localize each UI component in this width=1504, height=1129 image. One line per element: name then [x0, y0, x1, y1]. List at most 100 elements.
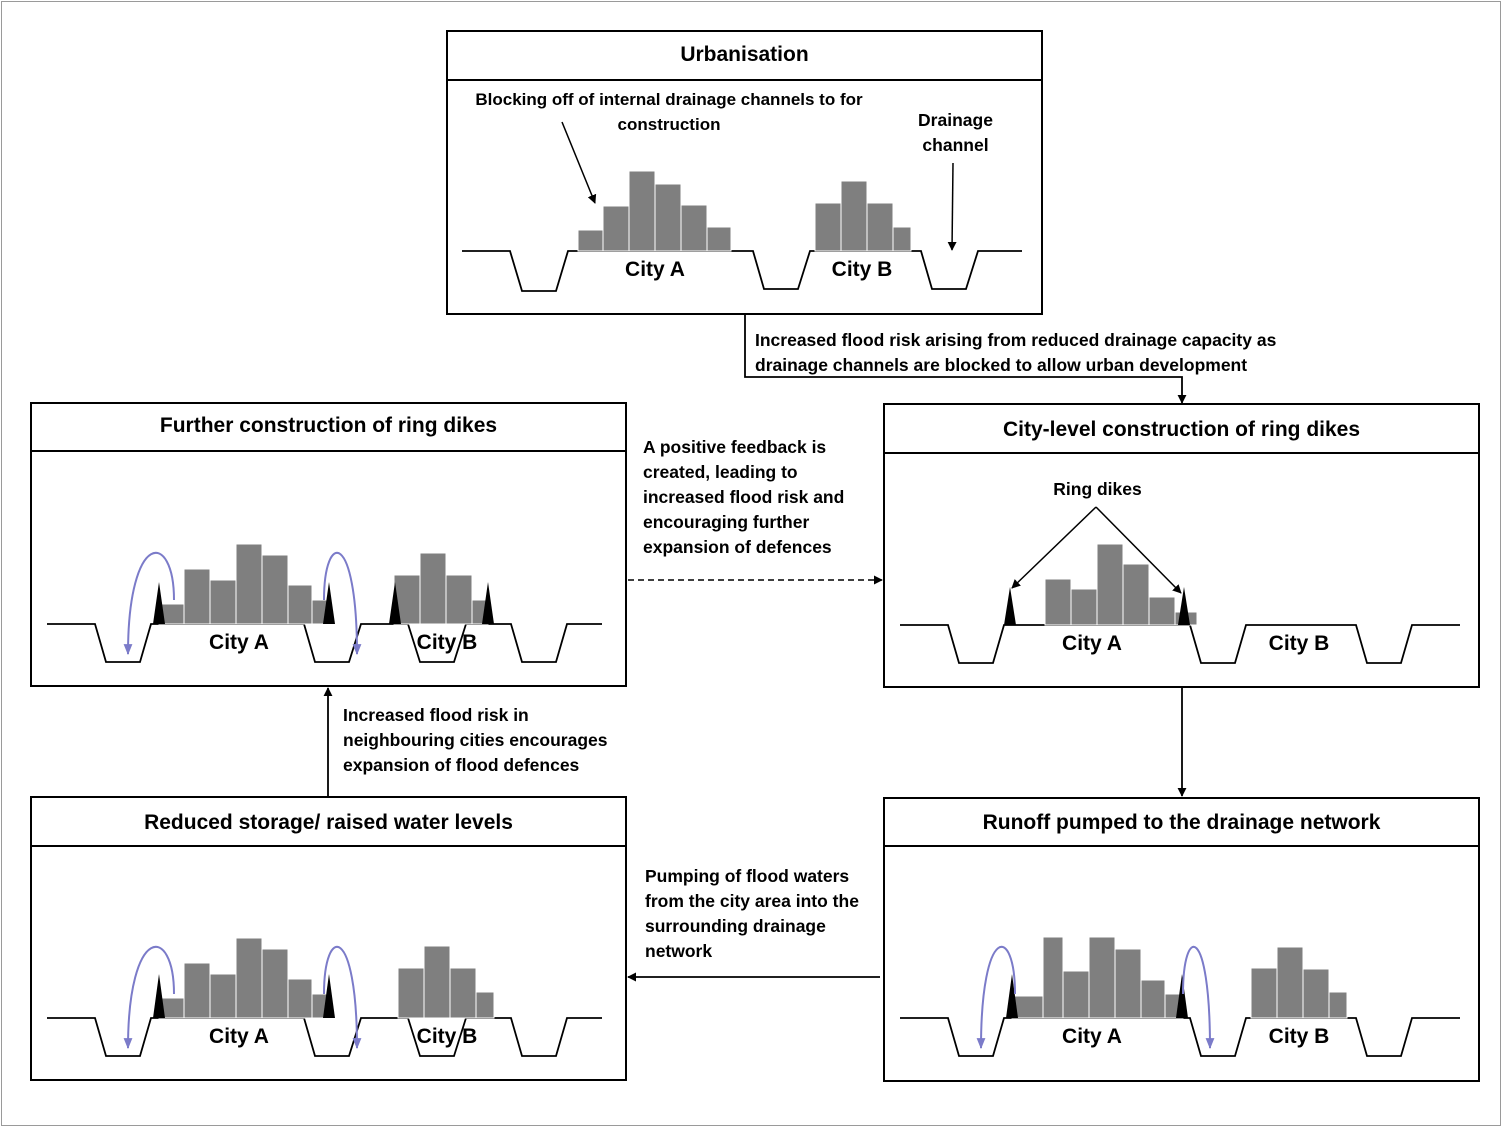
- building-bar: [449, 967, 477, 1019]
- pointer-ring-left: [1011, 506, 1097, 589]
- building-bar: [1328, 991, 1348, 1019]
- ground-profile: [47, 1017, 602, 1057]
- pump-arrow: [323, 551, 362, 656]
- city-a-label: City A: [209, 631, 269, 654]
- note-pumping: Pumping of flood waters from the city ar…: [645, 866, 859, 961]
- ring-dike: [1176, 974, 1188, 1018]
- ring-dike: [389, 582, 401, 624]
- scene-urbanisation: City A City B: [462, 170, 1022, 292]
- panel-title-city-level: City-level construction of ring dikes: [885, 405, 1478, 454]
- ring-dike: [323, 582, 335, 624]
- panel-title-runoff: Runoff pumped to the drainage network: [885, 799, 1478, 847]
- building-bar: [1122, 563, 1150, 626]
- ring-dike: [482, 582, 494, 624]
- building-bar: [287, 584, 313, 625]
- building-bar: [209, 973, 237, 1019]
- city-a-label: City A: [209, 1025, 269, 1048]
- building-bar: [892, 226, 912, 252]
- building-bar: [183, 568, 211, 625]
- panel-city-level-ring-dikes: City-level construction of ring dikes: [883, 403, 1480, 688]
- building-bar: [397, 967, 425, 1019]
- ground-profile: [462, 250, 1022, 292]
- building-bar: [602, 205, 630, 252]
- city-a-label: City A: [625, 258, 685, 281]
- pump-arrow: [123, 551, 175, 656]
- building-bar: [1096, 543, 1124, 626]
- city-b-label: City B: [417, 1025, 478, 1048]
- building-bar: [1062, 970, 1090, 1019]
- building-bar: [235, 543, 263, 625]
- ring-dike: [153, 582, 165, 624]
- panel-reduced-storage: Reduced storage/ raised water levels: [30, 796, 627, 1081]
- building-bar: [1250, 967, 1278, 1019]
- building-bar: [261, 948, 289, 1019]
- ground-profile: [47, 623, 602, 663]
- building-bar: [235, 937, 263, 1019]
- building-bar: [393, 574, 421, 625]
- scene-runoff: City A City B: [900, 936, 1460, 1057]
- city-a-label: City A: [1062, 632, 1122, 655]
- city-b-label: City B: [832, 258, 893, 281]
- ground-profile: [900, 1017, 1460, 1057]
- note-flood-risk: Increased flood risk arising from reduce…: [755, 330, 1277, 375]
- building-bar: [840, 180, 868, 252]
- city-b-label: City B: [1269, 632, 1330, 655]
- panel-title-reduced: Reduced storage/ raised water levels: [32, 798, 625, 847]
- scene-further: City A City B: [47, 543, 602, 663]
- building-bar: [1088, 936, 1116, 1019]
- scene-reduced: City A City B: [47, 937, 602, 1057]
- building-bar: [814, 202, 842, 252]
- building-bar: [183, 962, 211, 1019]
- label-ring-dikes: Ring dikes: [1053, 479, 1142, 499]
- building-bar: [1140, 979, 1166, 1019]
- ground-profile: [900, 624, 1460, 664]
- ring-dike: [153, 974, 165, 1018]
- scene-city-level: City A City B: [900, 543, 1460, 664]
- building-bar: [1114, 948, 1142, 1019]
- panel-title-further: Further construction of ring dikes: [32, 404, 625, 452]
- pointer-blocking: [561, 121, 597, 204]
- building-bar: [866, 202, 894, 252]
- building-bar: [577, 229, 604, 252]
- panel-urbanisation: Urbanisation: [446, 30, 1043, 315]
- ring-dike: [323, 974, 335, 1018]
- panel-further-ring-dikes: Further construction of ring dikes: [30, 402, 627, 687]
- note-positive-feedback: A positive feedback is created, leading …: [643, 437, 845, 557]
- city-b-label: City B: [1269, 1025, 1330, 1048]
- building-bar: [1148, 596, 1176, 626]
- pump-arrow: [976, 945, 1016, 1050]
- building-bar: [475, 991, 495, 1019]
- building-bar: [419, 552, 447, 625]
- note-neighbouring-cities: Increased flood risk in neighbouring cit…: [343, 705, 608, 775]
- building-bar: [261, 554, 289, 625]
- building-bar: [445, 574, 473, 625]
- building-bar: [1044, 578, 1072, 626]
- label-drainage-channel: Drainage channel: [918, 110, 993, 155]
- building-bar: [1276, 946, 1304, 1019]
- panel-title-urbanisation: Urbanisation: [448, 32, 1041, 81]
- building-bar: [1302, 968, 1330, 1019]
- pointer-drainage: [947, 162, 957, 251]
- pump-arrow: [123, 945, 175, 1050]
- building-bar: [209, 579, 237, 625]
- building-bar: [287, 978, 313, 1019]
- ring-dike: [1004, 587, 1016, 625]
- label-blocking-channels: Blocking off of internal drainage channe…: [475, 90, 863, 134]
- ring-dike: [1178, 587, 1190, 625]
- pointer-ring-right: [1095, 506, 1182, 594]
- ring-dike: [1006, 974, 1018, 1018]
- pump-arrow: [323, 945, 362, 1050]
- building-bar: [680, 204, 708, 252]
- building-bar: [706, 226, 732, 252]
- city-b-label: City B: [417, 631, 478, 654]
- panel-runoff-pumped: Runoff pumped to the drainage network: [883, 797, 1480, 1082]
- building-bar: [1042, 936, 1064, 1019]
- building-bar: [1070, 588, 1098, 626]
- building-bar: [628, 170, 656, 252]
- city-a-label: City A: [1062, 1025, 1122, 1048]
- pump-arrow: [1182, 946, 1215, 1050]
- connector-urbanisation-to-city-level: [744, 315, 1187, 404]
- building-bar: [423, 945, 451, 1019]
